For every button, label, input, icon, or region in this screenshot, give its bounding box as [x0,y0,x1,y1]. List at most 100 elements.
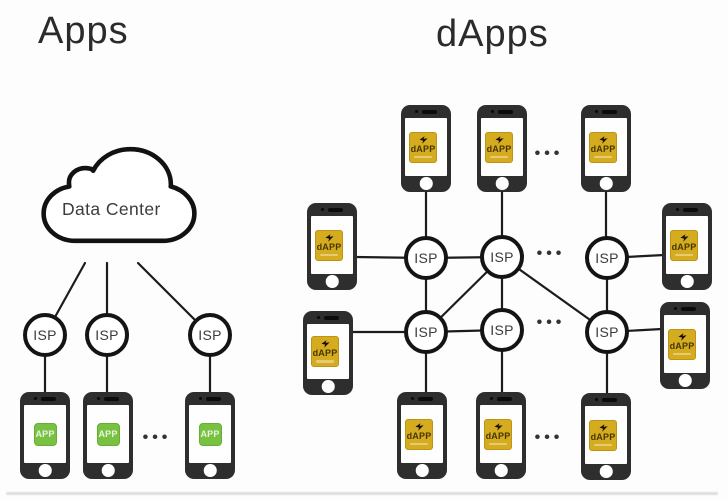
phone-dapp: dAPP [303,311,353,395]
phone-screen: APP [24,405,66,463]
phone-screen: APP [189,405,231,463]
camera-icon [674,307,677,310]
camera-icon [34,397,37,400]
speaker-icon [498,109,513,114]
home-button-icon [415,464,429,477]
dapp-icon-label: dAPP [590,143,616,154]
dapp-icon-shine [593,155,613,159]
home-button-icon [494,464,508,477]
isp-node: ISP [585,236,629,280]
dapp-logo-glyph [599,424,608,432]
dapp-icon-shine [489,155,509,159]
phone-screen: dAPP [405,118,447,176]
app-icon-label: APP [200,429,220,439]
speaker-icon [328,207,343,212]
dapp-icon-shine [593,443,613,447]
dapp-icon-shine [672,352,692,356]
home-button-icon [678,374,692,387]
camera-icon [411,397,414,400]
scan-artifact-line [6,492,718,495]
isp-node: ISP [480,308,524,352]
phone-screen: dAPP [666,216,708,274]
phone-screen: APP [87,405,129,463]
phone-dapp: dAPP [581,105,631,192]
isp-label: ISP [33,327,57,343]
ellipsis: ••• [534,145,564,162]
dapp-square-icon: dAPP [670,229,698,261]
isp-label: ISP [414,324,438,340]
dapp-logo-glyph [678,333,687,341]
dapp-icon-label: dAPP [316,241,342,252]
app-icon-label: APP [35,429,55,439]
camera-icon [199,397,202,400]
isp-label: ISP [595,324,619,340]
dapp-icon-label: dAPP [410,143,436,154]
dapp-square-icon: dAPP [589,419,617,451]
home-button-icon [203,464,217,477]
isp-label: ISP [414,250,438,266]
phone-screen: dAPP [481,118,523,176]
ellipsis: ••• [536,245,566,262]
phone-screen: dAPP [480,405,522,463]
dapp-icon-label: dAPP [590,431,616,442]
speaker-icon [324,315,339,320]
phone-dapp: dAPP [397,392,447,479]
dapp-square-icon: dAPP [409,131,437,163]
dapp-icon-shine [409,442,429,446]
isp-node: ISP [23,313,67,357]
dapp-icon-shine [319,253,339,257]
home-button-icon [680,275,694,288]
camera-icon [321,208,324,211]
home-button-icon [101,464,115,477]
dapp-icon-label: dAPP [486,143,512,154]
dapp-icon-label: dAPP [485,430,511,441]
speaker-icon [206,396,221,401]
dapp-icon-label: dAPP [312,348,338,359]
dapp-logo-glyph [495,136,504,144]
speaker-icon [681,306,696,311]
isp-label: ISP [490,322,514,338]
ellipsis: ••• [534,429,564,446]
home-button-icon [38,464,52,477]
isp-node: ISP [404,236,448,280]
isp-label: ISP [95,327,119,343]
speaker-icon [422,109,437,114]
dapp-square-icon: dAPP [589,131,617,163]
camera-icon [490,397,493,400]
camera-icon [415,110,418,113]
home-button-icon [321,380,335,393]
dapp-icon-label: dAPP [671,241,697,252]
phone-dapp: dAPP [660,302,710,389]
dapp-square-icon: dAPP [484,418,512,450]
phone-screen: dAPP [664,315,706,373]
dapp-logo-glyph [415,423,424,431]
phone-dapp: dAPP [307,203,357,290]
camera-icon [97,397,100,400]
app-square-icon: APP [96,422,120,446]
dapp-icon-shine [315,360,335,363]
dapp-logo-glyph [494,423,503,431]
camera-icon [491,110,494,113]
app-square-icon: APP [33,422,57,446]
dapp-icon-shine [488,442,508,446]
speaker-icon [104,396,119,401]
speaker-icon [418,396,433,401]
dapp-logo-glyph [599,136,608,144]
isp-node: ISP [585,310,629,354]
dapp-icon-label: dAPP [669,340,695,351]
phone-screen: dAPP [585,118,627,176]
speaker-icon [683,207,698,212]
speaker-icon [41,396,56,401]
isp-node: ISP [480,235,524,279]
dapp-logo-glyph [680,234,689,242]
left-title: Apps [38,10,129,52]
phone-dapp: dAPP [581,393,631,480]
dapp-square-icon: dAPP [315,229,343,261]
home-button-icon [495,177,509,190]
dapp-logo-glyph [325,234,334,242]
dapp-square-icon: dAPP [485,131,513,163]
home-button-icon [599,177,613,190]
cloud-icon [40,146,198,244]
dapp-logo-glyph [321,340,330,348]
